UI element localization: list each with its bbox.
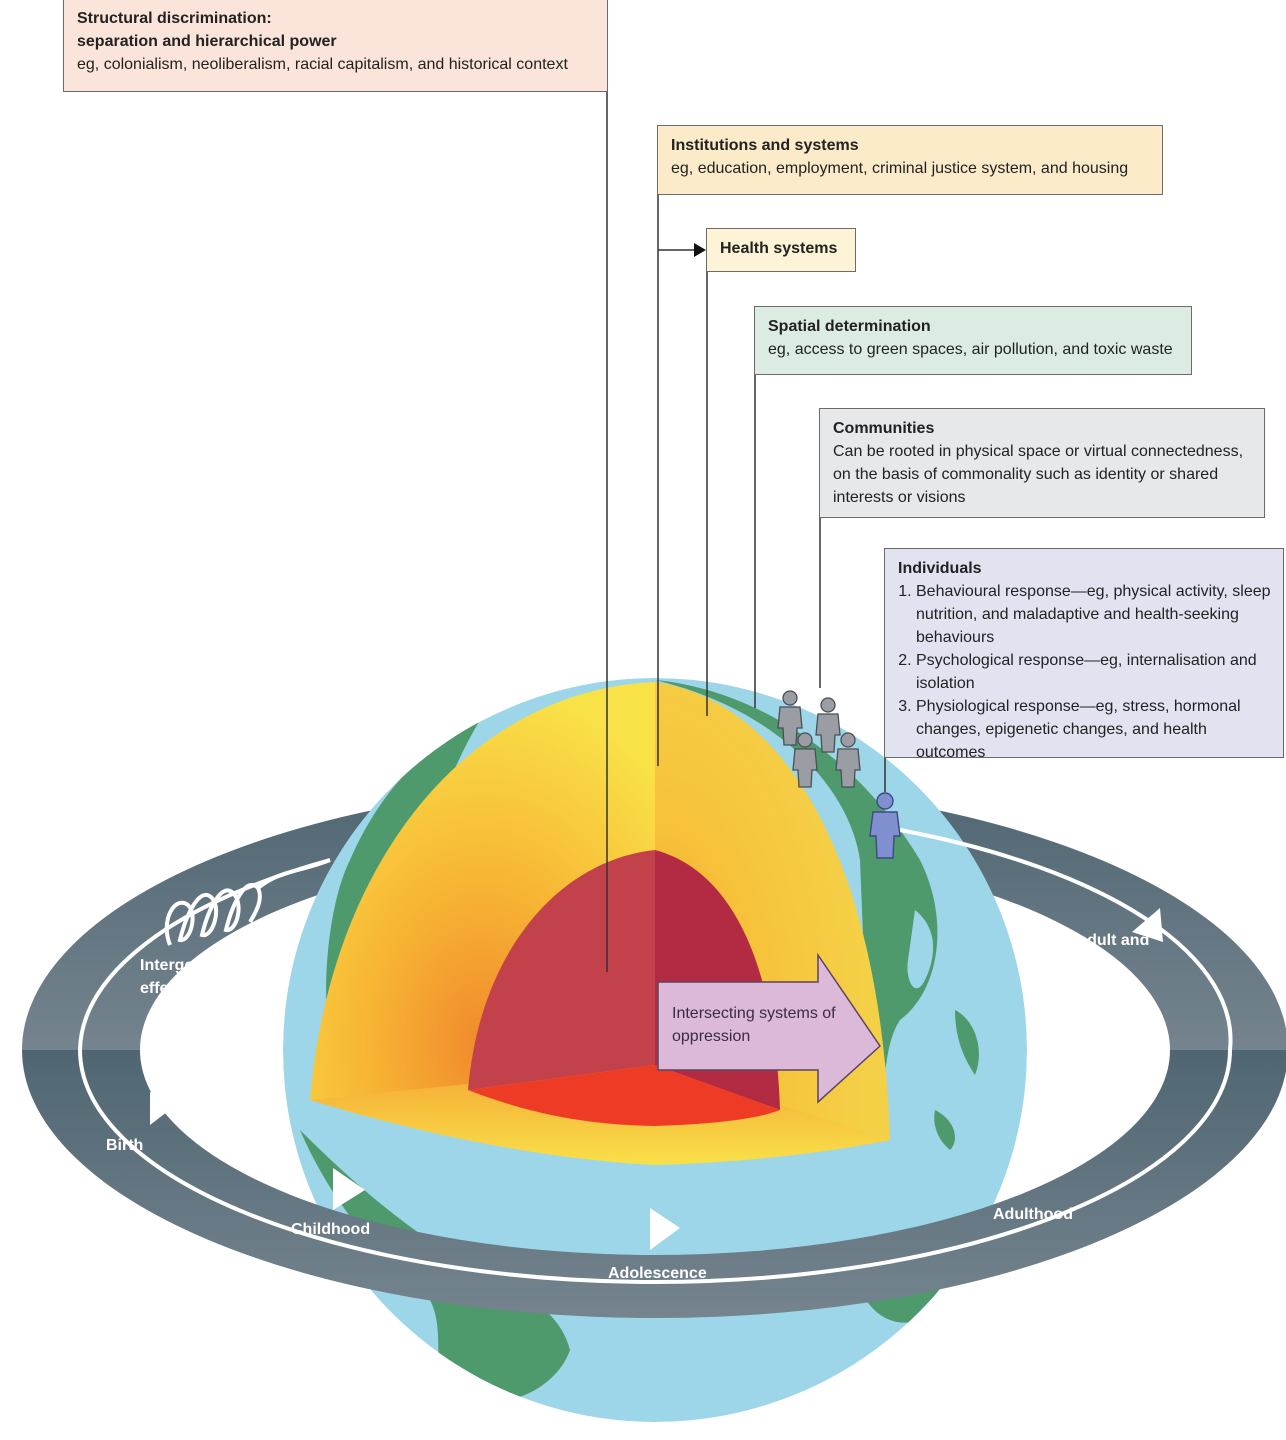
individuals-title: Individuals — [898, 560, 982, 577]
institutions-body: eg, education, employment, criminal just… — [671, 160, 1129, 177]
core-left-face — [468, 850, 655, 1090]
structural-body: eg, colonialism, neoliberalism, racial c… — [77, 56, 568, 73]
label-older-adult: Older adult and end of life — [1032, 932, 1150, 972]
core-arrow — [657, 952, 881, 1104]
individuals-item: Psychological response—eg, internalisati… — [916, 649, 1279, 695]
label-adolescence: Adolescence — [608, 1265, 707, 1282]
individuals-list: Behavioural response—eg, physical activi… — [898, 580, 1279, 764]
individuals-item: Behavioural response—eg, physical activi… — [916, 580, 1279, 649]
person-icon — [777, 690, 861, 788]
spatial-box: Spatial determination eg, access to gree… — [754, 306, 1192, 375]
institutions-title: Institutions and systems — [671, 137, 859, 154]
structural-title-2: separation and hierarchical power — [77, 33, 337, 50]
structural-title-1: Structural discrimination: — [77, 10, 272, 27]
label-birth: Birth — [106, 1137, 144, 1154]
core-arrow-label: Intersecting systems of oppression — [672, 1005, 836, 1045]
core-floor — [468, 1065, 780, 1126]
communities-body: Can be rooted in physical space or virtu… — [833, 443, 1244, 506]
ring-back — [22, 782, 1286, 1050]
ring-front — [22, 1050, 1286, 1318]
label-childhood: Childhood — [291, 1221, 371, 1238]
life-course-path — [78, 828, 1233, 1284]
structural-discrimination-box: Structural discrimination: separation an… — [63, 0, 608, 92]
individuals-box: Individuals Behavioural response—eg, phy… — [884, 548, 1284, 761]
communities-box: Communities Can be rooted in physical sp… — [819, 408, 1265, 518]
arrowhead-icon — [150, 908, 1163, 1250]
individuals-item: Physiological response—eg, stress, hormo… — [916, 695, 1279, 764]
spatial-title: Spatial determination — [768, 318, 931, 335]
spiral-icon — [164, 858, 331, 946]
health-systems-box: Health systems — [706, 228, 856, 272]
label-adulthood: Adulthood — [993, 1206, 1073, 1223]
communities-title: Communities — [833, 420, 935, 437]
health-title: Health systems — [720, 240, 838, 257]
label-intergenerational: Intergenerational effects — [140, 957, 270, 997]
spatial-body: eg, access to green spaces, air pollutio… — [768, 341, 1173, 358]
person-icon — [869, 792, 901, 859]
institutions-box: Institutions and systems eg, education, … — [657, 125, 1163, 195]
